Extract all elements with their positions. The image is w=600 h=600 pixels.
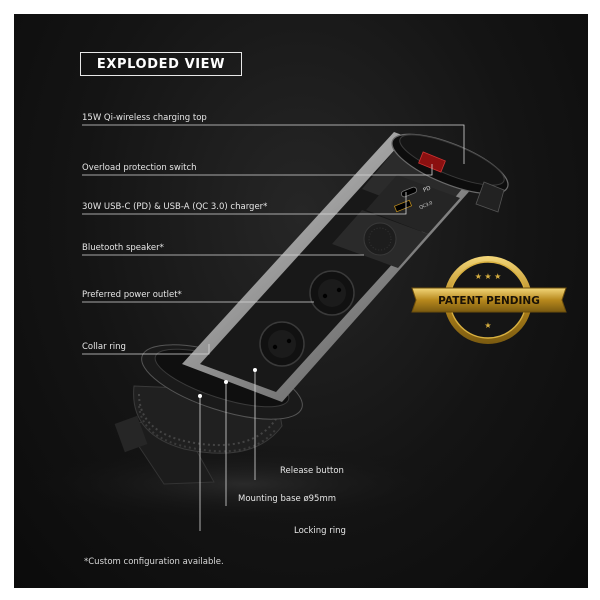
outlet-1 xyxy=(309,270,355,316)
page-title: EXPLODED VIEW xyxy=(80,52,242,76)
pd-mark: PD xyxy=(423,185,432,193)
leader-qi xyxy=(82,124,465,164)
usb-a-port xyxy=(393,199,413,213)
leader-collar xyxy=(82,344,210,355)
badge-label: PATENT PENDING xyxy=(438,295,540,307)
label-mounting-base: Mounting base ø95mm xyxy=(238,494,337,504)
label-bluetooth-speaker: Bluetooth speaker* xyxy=(82,243,164,253)
label-overload-switch: Overload protection switch xyxy=(82,163,197,173)
qi-charging-top xyxy=(391,133,509,213)
footnote: *Custom configuration available. xyxy=(84,557,224,567)
svg-text:★: ★ xyxy=(484,321,491,330)
leader-lines xyxy=(82,124,465,531)
patent-pending-badge: PATENT PENDING ★ ★ ★ ★ xyxy=(411,256,567,344)
qc-mark: QC3.0 xyxy=(419,200,434,211)
overload-switch xyxy=(418,151,446,173)
leader-dots xyxy=(198,368,257,398)
label-usb-charger: 30W USB-C (PD) & USB-A (QC 3.0) charger* xyxy=(82,202,268,212)
leader-usb xyxy=(82,192,407,215)
usb-c-port xyxy=(400,186,418,198)
locking-ring xyxy=(114,415,215,485)
label-release-button: Release button xyxy=(280,466,344,476)
leader-overload xyxy=(82,164,433,176)
product-infographic: EXPLODED VIEW xyxy=(14,14,588,588)
tower-body: PD QC3.0 xyxy=(182,132,490,402)
label-collar-ring: Collar ring xyxy=(82,342,126,352)
device-illustration: PD QC3.0 xyxy=(24,124,567,531)
outlet-2 xyxy=(259,321,305,367)
svg-text:★ ★ ★: ★ ★ ★ xyxy=(475,272,502,281)
floor-shadow xyxy=(24,444,464,524)
label-power-outlet: Preferred power outlet* xyxy=(82,290,182,300)
label-qi-top: 15W Qi-wireless charging top xyxy=(82,113,207,123)
label-locking-ring: Locking ring xyxy=(294,526,346,536)
